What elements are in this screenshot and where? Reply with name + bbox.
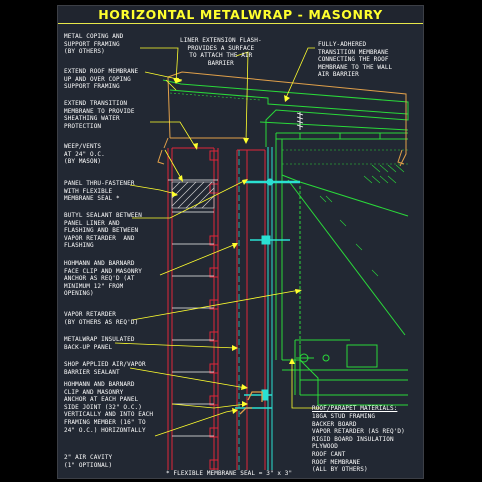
note-panel-thru-fastener: PANEL THRU-FASTENER WITH FLEXIBLE MEMBRA… (64, 180, 135, 203)
title-bar: HORIZONTAL METALWRAP - MASONRY (58, 6, 423, 24)
note-butyl-sealant: BUTYL SEALANT BETWEEN PANEL LINER AND FL… (64, 212, 142, 250)
roof-insulation (169, 92, 408, 277)
note-hohmann-clip: HOHMANN AND BARNARD CLIP AND MASONRY ANC… (64, 381, 154, 434)
note-fully-adhered-membrane: FULLY-ADHERED TRANSITION MEMBRANE CONNEC… (318, 41, 393, 79)
metalwrap-panel (235, 147, 300, 470)
liner-extension-flash (296, 112, 304, 130)
footnote-membrane-seal: * FLEXIBLE MEMBRANE SEAL = 3" x 3" (166, 470, 293, 477)
note-materials-list: 18GA STUD FRAMING BACKER BOARD VAPOR RET… (312, 413, 405, 474)
note-weep-vents: WEEP/VENTS AT 24" O.C. (BY MASON) (64, 143, 105, 166)
coping-drips (157, 149, 405, 165)
note-air-cavity: 2" AIR CAVITY (1" OPTIONAL) (64, 454, 113, 469)
note-materials-title: ROOF/PARAPET MATERIALS: (312, 405, 398, 412)
mortar-joints (168, 179, 218, 437)
note-extend-roof-membrane: EXTEND ROOF MEMBRANE UP AND OVER COPING … (64, 68, 139, 91)
flashing-hatch (171, 181, 215, 209)
note-metalwrap-panel: METALWRAP INSULATED BACK-UP PANEL (64, 336, 135, 351)
drawing-title: HORIZONTAL METALWRAP - MASONRY (98, 7, 383, 22)
masonry-veneer (167, 147, 266, 470)
leader-arrowheads (172, 77, 302, 414)
hohmann-clip (239, 391, 263, 415)
note-metal-coping: METAL COPING AND SUPPORT FRAMING (BY OTH… (64, 33, 124, 56)
drawing-frame (57, 5, 424, 479)
roof-assembly (162, 79, 409, 406)
note-shop-applied-sealant: SHOP APPLIED AIR/VAPOR BARRIER SEALANT (64, 361, 146, 376)
note-hohmann-face-clip: HOHMANN AND BARNARD FACE CLIP AND MASONR… (64, 260, 142, 298)
note-liner-extension-flash: LINER EXTENSION FLASH- PROVIDES A SURFAC… (180, 37, 262, 67)
note-extend-transition-membrane: EXTEND TRANSITION MEMBRANE TO PROVIDE SH… (64, 100, 135, 130)
note-vapor-retarder: VAPOR RETARDER (BY OTHERS AS REQ'D) (64, 311, 139, 326)
metal-coping (163, 71, 407, 167)
